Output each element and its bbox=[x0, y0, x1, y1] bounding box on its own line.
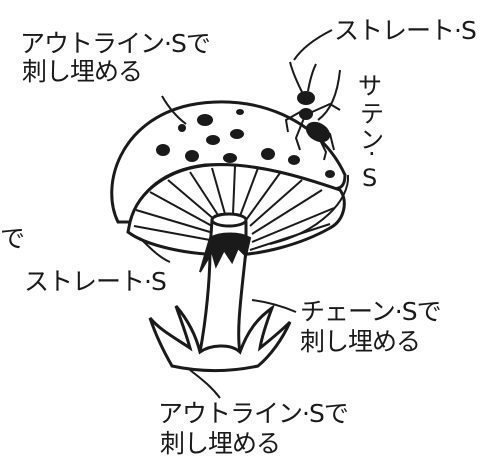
satin-char-5: S bbox=[362, 164, 377, 192]
satin-char-2: テ bbox=[360, 100, 384, 128]
cap-label-line2: 刺し埋める bbox=[22, 57, 143, 86]
satin-label: サ テ ン · S bbox=[358, 72, 384, 192]
ant bbox=[284, 61, 341, 161]
grass-label-line1: アウトライン·Sで bbox=[158, 399, 349, 428]
stem-label-line1: チェーン·Sで bbox=[300, 297, 442, 326]
stem-top bbox=[210, 212, 248, 228]
gill-lines bbox=[133, 165, 335, 251]
cap-underside bbox=[126, 163, 346, 257]
cap-spots bbox=[156, 109, 335, 178]
satin-char-3: ン bbox=[360, 126, 384, 154]
antenna-label: ストレート·S bbox=[334, 16, 477, 45]
leader-lines bbox=[139, 29, 350, 399]
satin-char-4: · bbox=[368, 140, 376, 168]
satin-char-1: サ bbox=[358, 72, 382, 100]
stem-label-line2: 刺し埋める bbox=[300, 327, 421, 356]
stem-ring bbox=[199, 232, 252, 273]
grass-label-line2: 刺し埋める bbox=[160, 429, 281, 458]
grass-base bbox=[148, 303, 292, 372]
left-fragment-label: で bbox=[0, 224, 25, 253]
cap-label-line1: アウトライン·Sで bbox=[20, 29, 211, 58]
gills-label: ストレート·S bbox=[24, 267, 167, 296]
